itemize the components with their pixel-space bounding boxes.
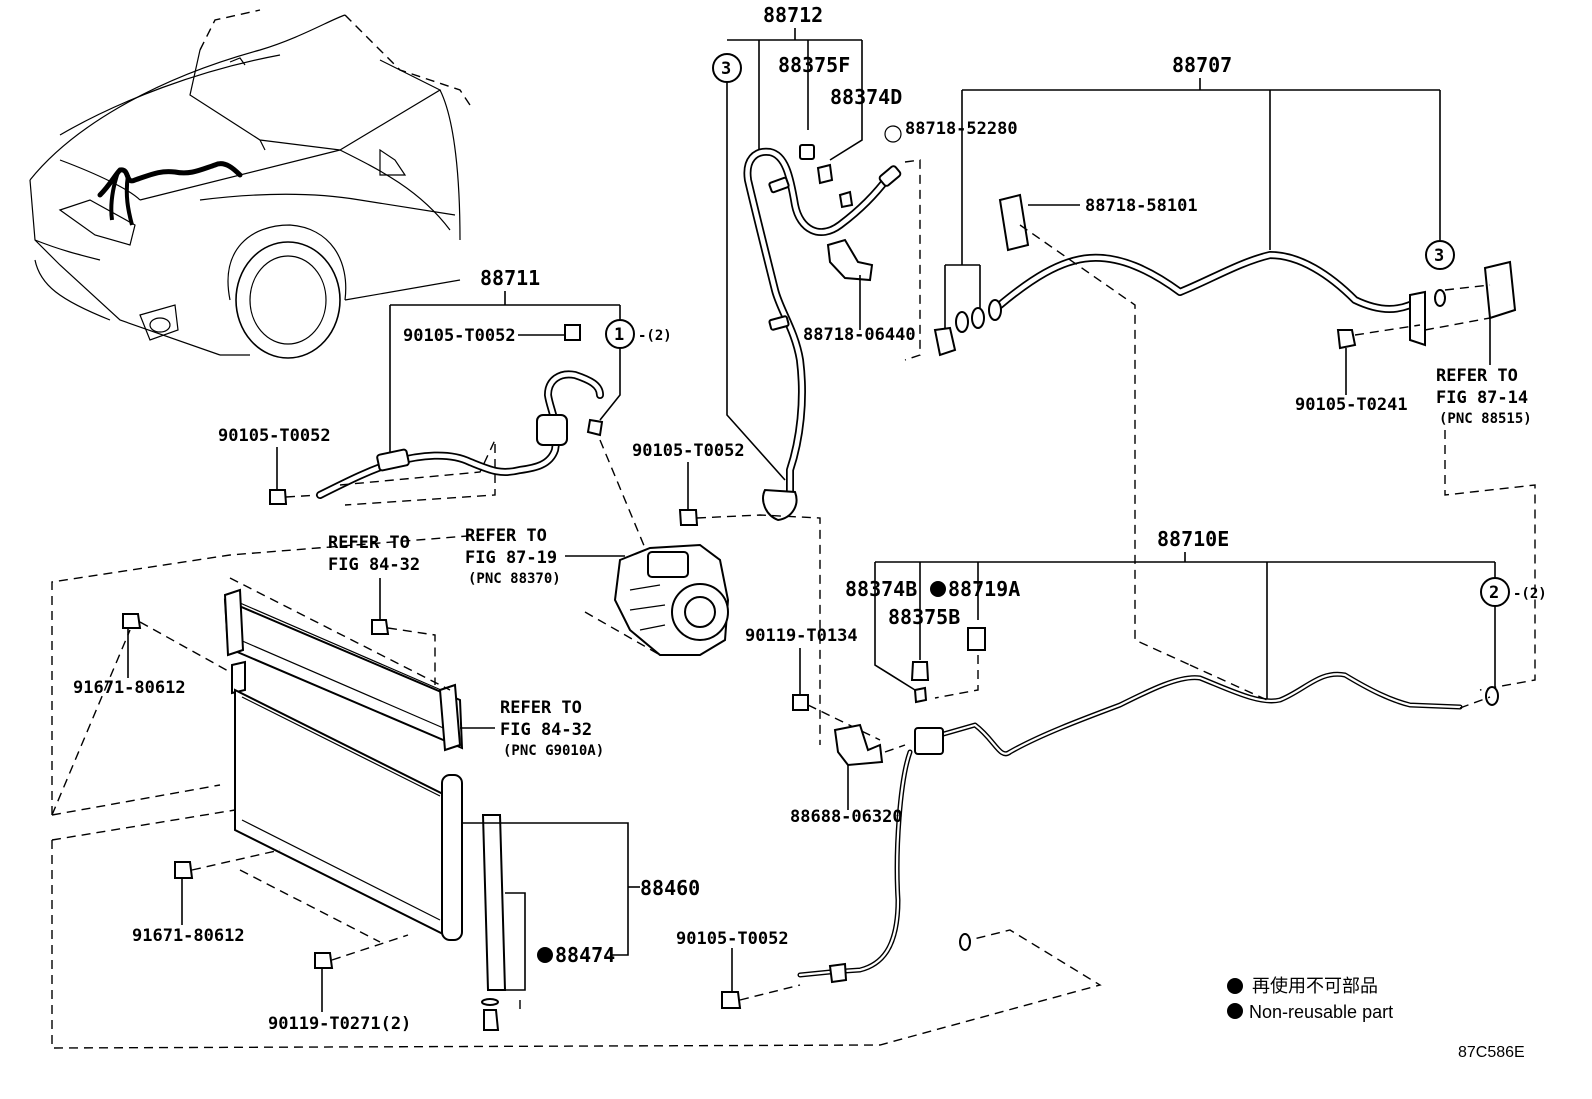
refer-84-32-upper-line1: REFER TO — [328, 533, 410, 553]
part-label-90105-T0052-b: 90105-T0052 — [218, 426, 331, 446]
condenser-illustration: REFER TO FIG 84-32 88460 88474 REFER TO … — [51, 533, 1102, 1049]
compressor-illustration: REFER TO FIG 87-19 (PNC 88370) 90105-T00… — [465, 441, 821, 745]
circle-marker-3-left-text: 3 — [721, 59, 731, 79]
part-label-90105-T0052-c: 90105-T0052 — [632, 441, 745, 461]
legend-dot-english — [1227, 1003, 1243, 1019]
part-label-88375F: 88375F — [778, 53, 850, 77]
refer-fig-87-19: REFER TO FIG 87-19 (PNC 88370) — [465, 526, 561, 587]
part-label-88688-06320: 88688-06320 — [790, 807, 903, 827]
legend-english-text: Non-reusable part — [1249, 1002, 1393, 1022]
left-bolts: 91671-80612 91671-80612 90119-T0271(2) 9… — [73, 613, 801, 1034]
part-label-90105-T0241: 90105-T0241 — [1295, 395, 1408, 415]
part-label-88718-58101: 88718-58101 — [1085, 196, 1198, 216]
legend-japanese-text: 再使用不可部品 — [1252, 976, 1378, 996]
refer-87-14-line2: FIG 87-14 — [1436, 388, 1528, 408]
refer-87-19-line2: FIG 87-19 — [465, 548, 557, 568]
refer-84-32-lower-line2: FIG 84-32 — [500, 720, 592, 740]
part-label-88375B: 88375B — [888, 605, 960, 629]
part-label-88374B: 88374B — [845, 577, 917, 601]
hose-88712-group: 88712 3 88375F 88374D 88718-52280 88718-… — [712, 3, 1018, 522]
part-label-88719A: 88719A — [948, 577, 1020, 601]
hose-88711-group: 88711 1 -(2) 90105-T0052 90105-T0052 — [218, 266, 672, 561]
refer-84-32-upper-line2: FIG 84-32 — [328, 555, 420, 575]
refer-87-19-line1: REFER TO — [465, 526, 547, 546]
part-label-88718-06440: 88718-06440 — [803, 325, 916, 345]
refer-84-32-lower-line3: (PNC G9010A) — [503, 743, 604, 759]
part-label-88460: 88460 — [640, 876, 700, 900]
legend-dot-japanese — [1227, 978, 1243, 994]
part-label-90105-T0052-a: 90105-T0052 — [403, 326, 516, 346]
legend: 再使用不可部品 Non-reusable part — [1227, 976, 1393, 1022]
refer-84-32-lower-line1: REFER TO — [500, 698, 582, 718]
circle-marker-1-text: 1 — [614, 325, 624, 345]
refer-87-14-line3: (PNC 88515) — [1439, 411, 1532, 427]
circle-marker-2-note: -(2) — [1513, 586, 1547, 602]
part-label-91671-80612-a: 91671-80612 — [73, 678, 186, 698]
part-label-88710E: 88710E — [1157, 527, 1229, 551]
part-label-90105-T0052-d: 90105-T0052 — [676, 929, 789, 949]
pipe-88707-group: 88707 3 88718-58101 90105-T0241 REFER TO… — [933, 53, 1536, 691]
part-label-88712: 88712 — [763, 3, 823, 27]
part-label-90119-T0271: 90119-T0271(2) — [268, 1014, 411, 1034]
circle-marker-2-text: 2 — [1489, 583, 1499, 603]
part-label-91671-80612-b: 91671-80612 — [132, 926, 245, 946]
refer-fig-87-14: REFER TO FIG 87-14 (PNC 88515) — [1436, 366, 1532, 427]
refer-fig-84-32-upper: REFER TO FIG 84-32 — [328, 533, 420, 575]
refer-87-14-line1: REFER TO — [1436, 366, 1518, 386]
part-label-90119-T0134: 90119-T0134 — [745, 626, 858, 646]
part-label-88374D: 88374D — [830, 85, 902, 109]
refer-87-19-line3: (PNC 88370) — [468, 571, 561, 587]
diagram-code: 87C586E — [1458, 1044, 1525, 1061]
circle-marker-3-right — [1425, 240, 1455, 270]
part-label-88707: 88707 — [1172, 53, 1232, 77]
circle-marker-3-right-text: 3 — [1434, 246, 1444, 266]
refer-fig-84-32-lower: REFER TO FIG 84-32 (PNC G9010A) — [500, 698, 604, 759]
part-label-88474: 88474 — [555, 943, 615, 967]
vehicle-illustration — [29, 9, 471, 359]
circle-marker-1-note: -(2) — [638, 328, 672, 344]
bracket-group: 90119-T0134 88688-06320 — [745, 626, 906, 827]
pipe-88710E-group: 88710E 2 -(2) 88374B 88719A 88375B — [797, 527, 1547, 984]
part-label-88711: 88711 — [480, 266, 540, 290]
